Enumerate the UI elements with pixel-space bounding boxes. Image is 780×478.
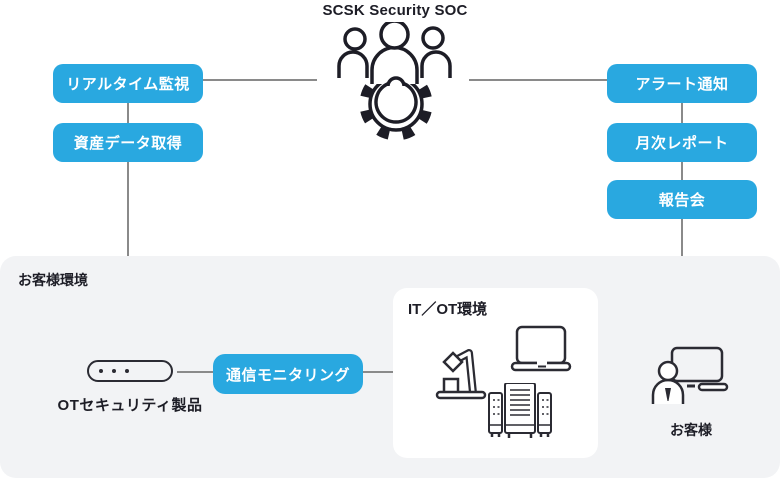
appliance-icon	[87, 360, 173, 382]
chip-realtime-monitoring: リアルタイム監視	[53, 64, 203, 103]
person-at-screen-icon	[651, 346, 729, 404]
server-rack-icon	[488, 383, 552, 438]
connector-left-down-arrow-line	[127, 162, 129, 321]
connector-right-chips-1	[681, 103, 683, 123]
team-gear-icon	[337, 22, 452, 140]
customer-environment-label: お客様環境	[18, 272, 88, 288]
connector-monitoring-to-itot	[363, 371, 393, 373]
chip-communication-monitoring: 通信モニタリング	[213, 354, 363, 394]
robot-arm-icon	[435, 349, 487, 400]
chip-monthly-report: 月次レポート	[607, 123, 757, 162]
appliance-led-dot	[99, 369, 103, 373]
connector-appliance-to-monitoring	[177, 371, 213, 373]
chip-alert-notification: アラート通知	[607, 64, 757, 103]
connector-left-chips	[127, 103, 129, 123]
chip-asset-data-acquisition: 資産データ取得	[53, 123, 203, 162]
customer-environment-panel: お客様環境 OTセキュリティ製品 通信モニタリング IT／OT環境	[0, 256, 780, 478]
laptop-icon	[510, 325, 572, 372]
itot-environment-title: IT／OT環境	[408, 301, 488, 318]
appliance-led-dot	[112, 369, 116, 373]
connector-soc-to-right-chip	[469, 79, 607, 81]
connector-right-chips-2	[681, 161, 683, 180]
connector-left-chip-to-soc	[203, 79, 317, 81]
ot-product-label: OTセキュリティ製品	[57, 397, 203, 414]
customer-label: お客様	[670, 422, 712, 438]
chip-report-meeting: 報告会	[607, 180, 757, 219]
soc-title: SCSK Security SOC	[322, 2, 468, 19]
appliance-led-dot	[125, 369, 129, 373]
itot-environment-card: IT／OT環境	[393, 288, 598, 458]
